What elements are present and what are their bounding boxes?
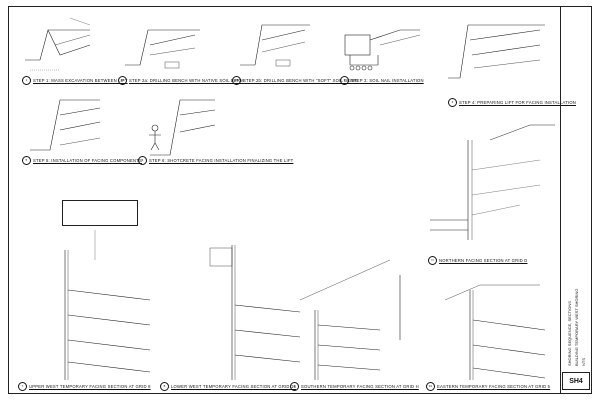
caption-north-title: NORTHERN FACING SECTION AT GRID D bbox=[439, 258, 528, 263]
caption-step4-number: 4 bbox=[448, 98, 457, 107]
caption-upper-west-title: UPPER WEST TEMPORARY FACING SECTION AT G… bbox=[29, 384, 151, 389]
caption-step6-title: STEP 6: SHOTCRETE FACING INSTALLATION FI… bbox=[149, 158, 294, 163]
caption-upper-west-number: 7 bbox=[18, 382, 27, 391]
caption-step2a-number: 2A bbox=[118, 76, 127, 85]
lower-west-section-sketch bbox=[209, 245, 301, 380]
caption-southern-number: 9 bbox=[290, 382, 299, 391]
caption-step6-number: 6 bbox=[138, 156, 147, 165]
caption-lower-west-number: 8 bbox=[160, 382, 169, 391]
caption-north-number: N bbox=[428, 256, 437, 265]
eastern-section-sketch bbox=[444, 284, 546, 380]
caption-step2a-title: STEP 2a: DRILLING BENCH WITH NATIVE SOIL… bbox=[129, 78, 244, 83]
caption-eastern-number: 10 bbox=[426, 382, 435, 391]
step4-sketch bbox=[448, 24, 545, 79]
caption-step4-title: STEP 4: PREPARING LIFT FOR FACING INSTAL… bbox=[459, 100, 577, 105]
sheet-number: SH4 bbox=[562, 372, 590, 390]
caption-southern-title: SOUTHERN TEMPORARY FACING SECTION AT GRI… bbox=[301, 384, 419, 389]
step1-sketch bbox=[25, 17, 91, 71]
caption-step2b-number: 2B bbox=[232, 76, 241, 85]
general-note-box bbox=[62, 200, 138, 226]
caption-step3-number: 3 bbox=[340, 76, 349, 85]
step3-sketch bbox=[344, 29, 421, 71]
caption-step3-title: STEP 3: SOIL NAIL INSTALLATION bbox=[351, 78, 424, 83]
step5-sketch bbox=[30, 99, 101, 151]
title-block-scale: NTS bbox=[581, 358, 586, 366]
southern-section-sketch bbox=[299, 259, 401, 380]
step6-sketch bbox=[149, 99, 216, 156]
caption-eastern-title: EASTERN TEMPORARY FACING SECTION AT GRID… bbox=[437, 384, 551, 389]
caption-step5-number: 5 bbox=[22, 156, 31, 165]
upper-west-section-sketch bbox=[64, 230, 151, 380]
caption-lower-west-title: LOWER WEST TEMPORARY FACING SECTION AT G… bbox=[171, 384, 297, 389]
caption-step5-title: STEP 5: INSTALLATION OF FACING COMPONENT… bbox=[33, 158, 142, 163]
step2b-sketch bbox=[240, 24, 310, 67]
sheet-border bbox=[8, 6, 592, 394]
caption-step1-number: 1 bbox=[22, 76, 31, 85]
caption-step1-title: STEP 1: MASS EXCAVATION BETWEEN LIFT bbox=[33, 78, 128, 83]
title-block: SHORING SEQUENCE, SECTIONS BUILDING TEMP… bbox=[560, 6, 592, 394]
title-block-subtitle: BUILDING TEMPORARY WEST SHORING bbox=[574, 288, 579, 367]
north-section-sketch bbox=[430, 124, 555, 240]
title-block-project: SHORING SEQUENCE, SECTIONS bbox=[567, 301, 572, 366]
caption-step2b-title: STEP 2b: DRILLING BENCH WITH "SOFT" SOIL… bbox=[243, 78, 358, 83]
step2a-sketch bbox=[125, 29, 200, 69]
